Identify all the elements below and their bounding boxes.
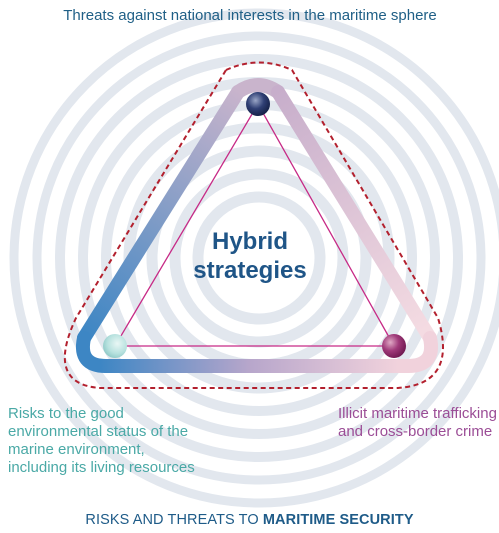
center-title-line1: Hybrid [211, 228, 288, 255]
footer-caption: RISKS AND THREATS TO MARITIME SECURITY [0, 512, 499, 528]
inner-connector-triangle [113, 102, 396, 347]
label-environmental-risks: Risks to the good environmental status o… [8, 405, 195, 476]
label-threats-national-interests: Threats against national interests in th… [63, 7, 437, 24]
center-title: Hybrid strategies [160, 227, 340, 285]
gradient-triangle [76, 78, 438, 373]
node-left-environment [103, 334, 127, 358]
node-right-trafficking [382, 334, 406, 358]
node-top-national-interests [246, 92, 270, 116]
center-title-line2: strategies [193, 257, 307, 284]
dashed-boundary [63, 61, 444, 389]
footer-bold: MARITIME SECURITY [262, 512, 414, 528]
footer-prefix: RISKS AND THREATS TO [85, 512, 263, 528]
label-illicit-trafficking: Illicit maritime trafficking and cross-b… [338, 405, 497, 440]
